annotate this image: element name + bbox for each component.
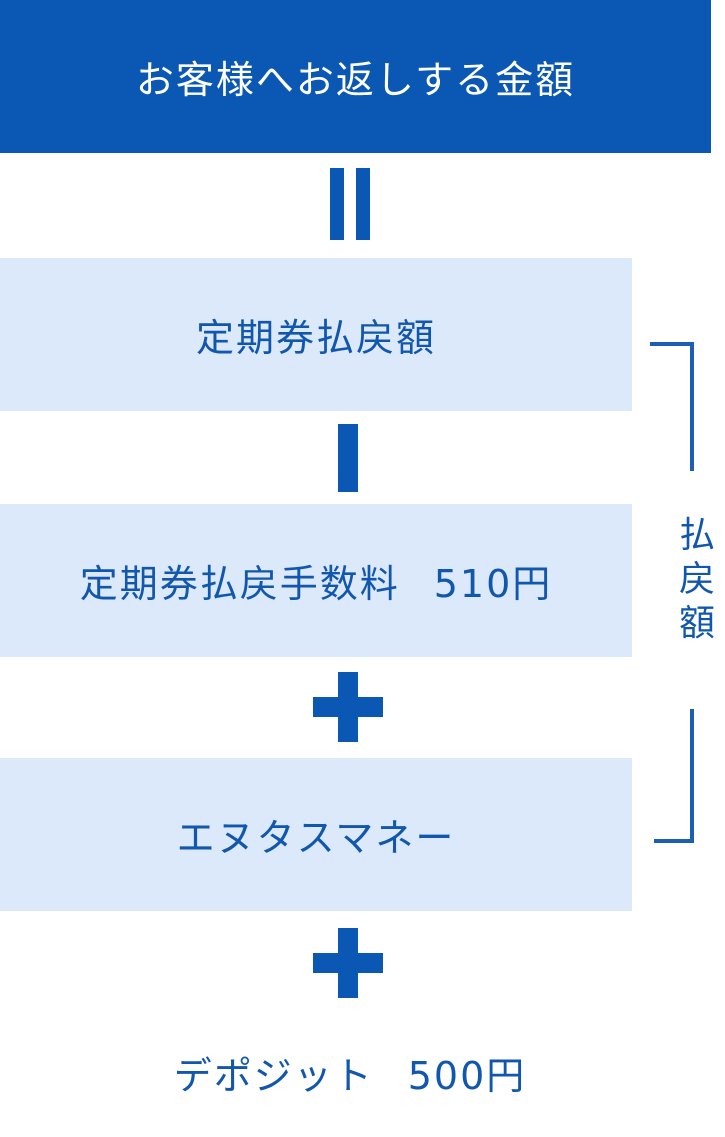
minus-sign-icon (338, 424, 358, 492)
entas-money-box: エヌタスマネー (0, 758, 632, 911)
refund-total-header: お客様へお返しする金額 (0, 0, 711, 153)
refund-fee-box: 定期券払戻手数料 510円 (0, 504, 632, 657)
side-label-char: 額 (678, 603, 715, 644)
side-label-char: 払 (678, 515, 715, 556)
entas-money-label: エヌタスマネー (176, 816, 456, 860)
deposit-label: デポジット (173, 1053, 374, 1098)
commuter-pass-refund-label: 定期券払戻額 (195, 316, 436, 360)
commuter-pass-refund-box: 定期券払戻額 (0, 258, 632, 411)
header-title: お客様へお返しする金額 (135, 58, 576, 102)
refund-fee-amount: 510円 (433, 562, 553, 606)
refund-bracket (650, 341, 698, 847)
plus-sign-icon (313, 928, 383, 998)
refund-amount-side-label: 払 戻 額 (674, 514, 720, 646)
equals-sign-icon (330, 168, 370, 240)
side-label-char: 戻 (678, 559, 715, 600)
plus-sign-icon (313, 672, 383, 742)
deposit-amount: 500円 (407, 1053, 527, 1098)
refund-fee-label: 定期券払戻手数料 (79, 562, 400, 606)
deposit-row: デポジット 500円 (0, 1032, 700, 1112)
